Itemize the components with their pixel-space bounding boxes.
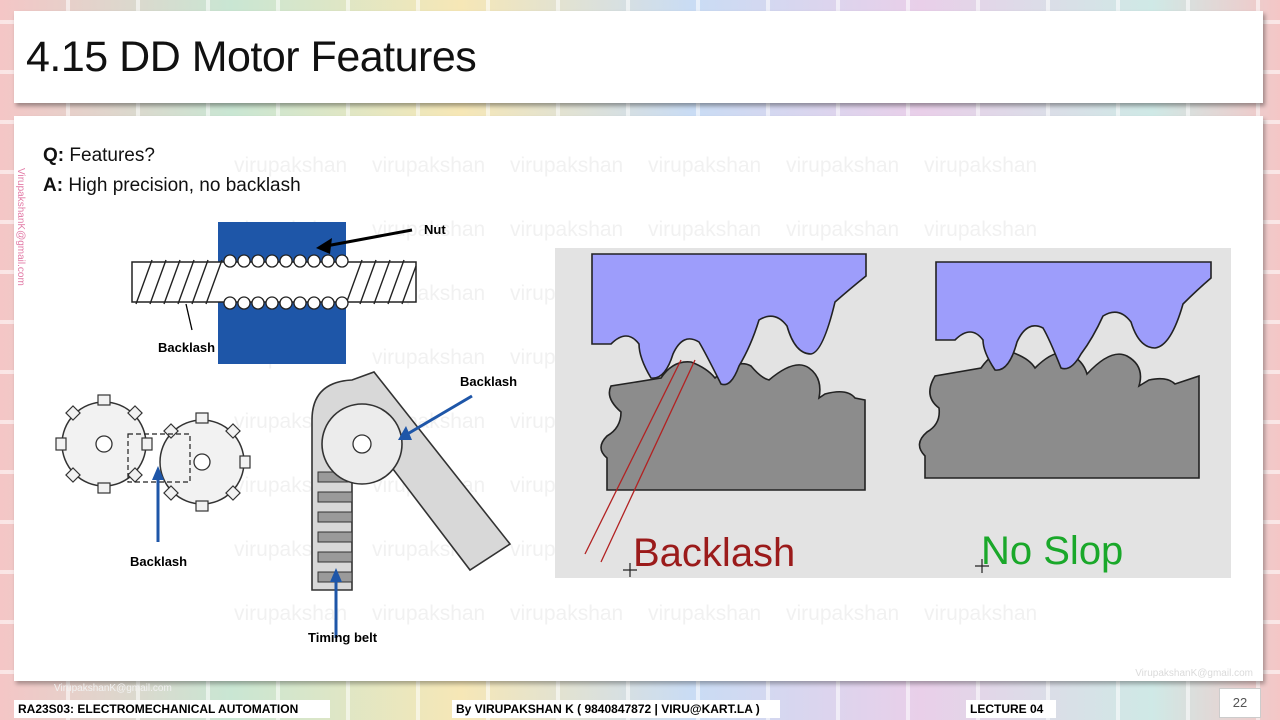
nut-arrowhead [316,238,332,254]
watermark-text: virupakshan [786,154,900,177]
qa-block: Q: Features? A: High precision, no backl… [43,141,301,201]
spur-gears-illustration: Backlash [55,394,251,569]
crosshair-marker [623,563,637,577]
footer-author: By VIRUPAKSHAN K ( 9840847872 | VIRU@KAR… [452,700,780,718]
backlash-label: Backlash [633,531,795,575]
watermark-text: virupakshan [648,602,762,625]
side-watermark-email: VirupakshanK@gmail.com [15,168,26,286]
nut-arrow [325,228,413,248]
backlash-diagram: Backlash [584,253,867,577]
thread-lines-in-nut [235,267,335,297]
screw-backlash-pointer [185,303,193,331]
noslop-label: No Slop [981,529,1123,573]
backlash-examples-figure: Nut Backlash [55,222,517,645]
crosshair-marker [975,559,989,573]
belt-pulley-hub [352,434,372,454]
left-gear-hub [95,435,113,453]
answer-text: High precision, no backlash [68,175,301,196]
noslop-rack [935,261,1212,371]
answer-label: A: [43,175,64,196]
noslop-diagram: No Slop [918,261,1212,573]
question-label: Q: [43,145,65,166]
screw-threads [135,259,417,305]
page-number: 22 [1219,688,1261,718]
watermark-text: virupakshan [786,218,900,241]
ball-bearings [223,254,349,310]
belt-backlash-label: Backlash [460,374,517,389]
belt-backlash-arrowhead [398,426,412,440]
watermark-text: virupakshan [924,602,1038,625]
noslop-gear [918,350,1200,479]
nut-label: Nut [424,222,446,237]
footer-bar: RA23S03: ELECTROMECHANICAL AUTOMATION By… [0,688,1280,720]
backlash-vs-noslop-figure: Backlash No Slop [555,248,1231,578]
question-line: Q: Features? [43,141,301,171]
footer-email: VirupakshanK@gmail.com [54,683,172,694]
watermark-text: virupakshan [786,602,900,625]
footer-lecture: LECTURE 04 [966,700,1056,718]
backlash-gear [600,361,866,491]
timing-belt-label: Timing belt [308,630,378,645]
question-text: Features? [69,145,155,166]
timing-belt-illustration: Backlash Timing belt [308,371,517,645]
backlash-guide-line-1 [584,359,682,555]
watermark-text: virupakshan [648,218,762,241]
belt-teeth [317,471,353,583]
slide-content: virupakshan virupakshan virupakshan viru… [14,116,1263,681]
screw-backlash-label: Backlash [158,340,215,355]
title-bar: 4.15 DD Motor Features [14,11,1263,103]
ball-screw-illustration: Nut Backlash [131,222,446,364]
belt-backlash-arrow [403,394,473,438]
footer-course: RA23S03: ELECTROMECHANICAL AUTOMATION [14,700,330,718]
timing-belt-arrowhead [330,568,342,582]
watermark-text: virupakshan [372,154,486,177]
watermark-text: virupakshan [924,154,1038,177]
answer-line: A: High precision, no backlash [43,171,301,201]
backlash-guide-line-2 [600,359,696,563]
backlash-rack [591,253,867,386]
right-gear-hub [193,453,211,471]
watermark-text: virupakshan [510,154,624,177]
gear-teeth [55,394,251,512]
corner-watermark-email: VirupakshanK@gmail.com [1135,668,1253,679]
gear-backlash-label: Backlash [130,554,187,569]
gear-backlash-arrowhead [152,466,164,480]
slide-title: 4.15 DD Motor Features [26,33,477,81]
watermark-text: virupakshan [648,154,762,177]
watermark-text: virupakshan [924,218,1038,241]
